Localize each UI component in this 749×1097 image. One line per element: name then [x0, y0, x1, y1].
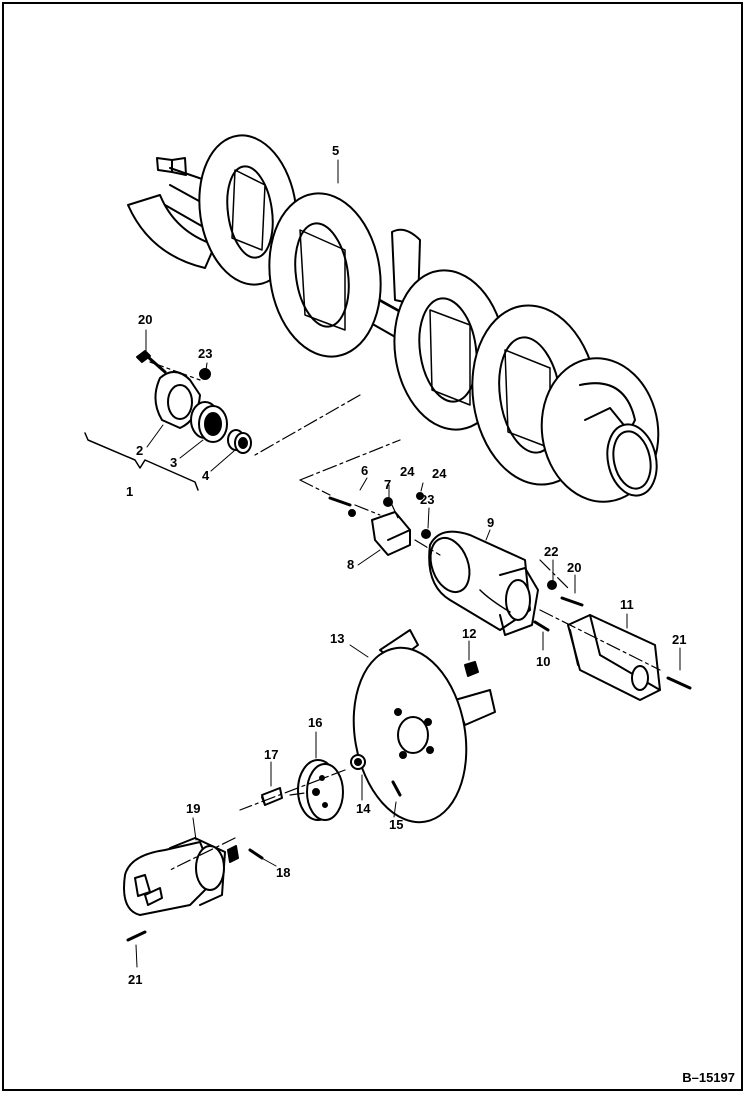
bearing-3: [190, 401, 228, 443]
nut-23-left: [199, 368, 211, 380]
assembly-center-lines: [149, 361, 661, 871]
callout-21: 21: [128, 972, 143, 987]
nut-7: [383, 497, 393, 507]
pin-15: [391, 780, 402, 797]
callout-5: 5: [332, 143, 340, 158]
drive-hub-9: [428, 530, 539, 636]
callout-6: 6: [361, 463, 369, 478]
callout-10: 10: [536, 654, 551, 669]
washer-24: [416, 492, 424, 500]
figure-id-label: B–15197: [682, 1070, 735, 1085]
bolt-17: [261, 787, 283, 806]
callout-17: 17: [264, 747, 279, 762]
hub-16: [297, 759, 344, 821]
group-bracket-1: [84, 432, 199, 491]
callout-3: 3: [170, 455, 178, 470]
callout-1: 1: [126, 484, 134, 499]
auger-end-tube: [584, 407, 658, 497]
coupler-8: [371, 511, 411, 556]
bolt-21-left: [126, 930, 147, 942]
callout-20: 20: [138, 312, 153, 327]
callout-11: 11: [620, 597, 634, 612]
callout-8: 8: [347, 557, 355, 572]
callout-24: 24: [400, 464, 415, 479]
collar-4: [227, 429, 252, 454]
hydraulic-motor-19: [123, 837, 264, 942]
motor-mount-11: [567, 614, 692, 701]
auger-shaft-stub: [156, 157, 206, 181]
callout-15: 15: [389, 817, 404, 832]
nut-14: [350, 754, 366, 770]
callout-12: 12: [462, 626, 477, 641]
auger-end-flight-left: [127, 194, 216, 269]
bolt-21-right: [666, 676, 692, 690]
callout-16: 16: [308, 715, 323, 730]
callout-2: 2: [136, 443, 144, 458]
callout-19: 19: [186, 801, 201, 816]
washer-22: [547, 580, 557, 590]
callout-21: 21: [672, 632, 687, 647]
callout-13: 13: [330, 631, 345, 646]
bolt-20-right: [560, 596, 584, 607]
key-10: [533, 620, 550, 632]
auger-flight-2: [268, 192, 382, 358]
bolt-6: [328, 496, 352, 507]
nut-12: [464, 661, 479, 677]
nut-23-center: [421, 529, 431, 539]
auger-assembly: [127, 134, 660, 503]
callout-23: 23: [198, 346, 213, 361]
callout-24: 24: [432, 466, 447, 481]
callout-23: 23: [420, 492, 435, 507]
callout-leader-lines: [135, 159, 681, 968]
callout-4: 4: [202, 468, 210, 483]
callout-9: 9: [487, 515, 495, 530]
callout-18: 18: [276, 865, 291, 880]
disc-13: [350, 629, 496, 824]
callout-7: 7: [384, 477, 392, 492]
callout-22: 22: [544, 544, 559, 559]
left-bearing-group: [84, 350, 252, 491]
callout-20: 20: [567, 560, 582, 575]
callout-14: 14: [356, 801, 371, 816]
bolt-20-left: [136, 350, 167, 374]
